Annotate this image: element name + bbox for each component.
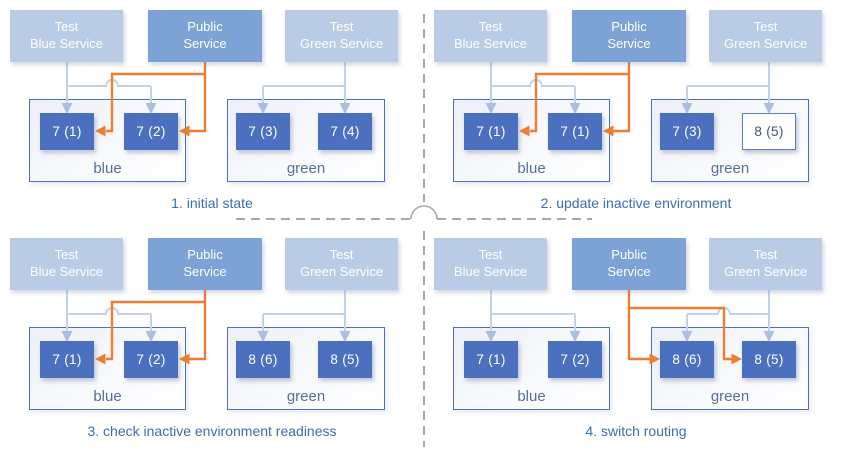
test-green-service-box: Test Green Service — [285, 10, 398, 62]
panel-caption: 4. switch routing — [585, 423, 687, 439]
pod-box: 8 (6) — [236, 341, 290, 378]
pod-box: 7 (1) — [464, 113, 518, 150]
service-label-line1: Test — [478, 19, 503, 35]
panel-caption: 2. update inactive environment — [540, 195, 732, 211]
panel-caption: 1. initial state — [171, 195, 253, 211]
pod-box: 7 (1) — [548, 113, 602, 150]
service-label-line1: Public — [187, 19, 223, 35]
service-label-line2: Blue Service — [454, 36, 527, 51]
public-service-box: Public Service — [572, 238, 686, 290]
service-label-line1: Test — [54, 247, 79, 263]
environment-label: green — [710, 388, 750, 405]
service-label-line1: Test — [329, 19, 354, 35]
environment-label: green — [286, 388, 326, 405]
test-green-service-box: Test Green Service — [285, 238, 398, 290]
service-label-line2: Green Service — [723, 36, 808, 51]
environment-label: blue — [517, 388, 546, 405]
service-label-line2: Service — [183, 36, 227, 51]
pod-box: 7 (1) — [40, 113, 94, 150]
service-label-line2: Service — [607, 36, 651, 51]
pod-box: 8 (6) — [660, 341, 714, 378]
pod-box: 7 (3) — [660, 113, 714, 150]
environment-label: blue — [93, 160, 122, 177]
test-blue-service-box: Test Blue Service — [10, 10, 123, 62]
test-blue-service-box: Test Blue Service — [434, 10, 547, 62]
panel-3-check-inactive-environment-readiness: blue green — [0, 228, 424, 456]
pod-box: 7 (3) — [236, 113, 290, 150]
pod-box: 7 (2) — [124, 113, 178, 150]
environment-label: green — [710, 160, 750, 177]
service-label-line2: Blue Service — [30, 264, 103, 279]
panel-1-initial-state: blue green — [0, 0, 424, 228]
pod-box: 8 (5) — [318, 341, 372, 378]
panel-2-update-inactive-environment: blue green — [424, 0, 848, 228]
connector-line — [189, 290, 207, 361]
line-jump-arc — [491, 79, 575, 87]
environment-label: green — [286, 160, 326, 177]
service-label-line2: Green Service — [299, 264, 384, 279]
service-label-line1: Test — [329, 247, 354, 263]
service-label-line1: Test — [753, 19, 778, 35]
pod-box: 7 (2) — [548, 341, 602, 378]
service-label-line2: Green Service — [299, 36, 384, 51]
service-label-line1: Public — [187, 247, 223, 263]
environment-label: blue — [93, 388, 122, 405]
line-jump-arc — [67, 79, 151, 87]
line-jump-arc — [687, 307, 769, 315]
pod-box-new-version: 8 (5) — [742, 113, 796, 150]
connector-line — [189, 62, 207, 133]
public-service-box: Public Service — [148, 10, 262, 62]
pod-box: 7 (1) — [40, 341, 94, 378]
pod-box: 7 (4) — [318, 113, 372, 150]
service-label-line1: Public — [611, 19, 647, 35]
public-service-box: Public Service — [148, 238, 262, 290]
service-label-line2: Service — [183, 264, 227, 279]
panel-4-switch-routing: blue green — [424, 228, 848, 456]
service-label-line1: Test — [753, 247, 778, 263]
service-label-line2: Service — [607, 264, 651, 279]
pod-box: 7 (2) — [124, 341, 178, 378]
environment-label: blue — [517, 160, 546, 177]
test-blue-service-box: Test Blue Service — [10, 238, 123, 290]
service-label-line1: Test — [478, 247, 503, 263]
test-green-service-box: Test Green Service — [709, 238, 822, 290]
service-label-line1: Test — [54, 19, 79, 35]
service-label-line2: Green Service — [723, 264, 808, 279]
public-service-box: Public Service — [572, 10, 686, 62]
test-blue-service-box: Test Blue Service — [434, 238, 547, 290]
connector-line — [627, 290, 650, 361]
test-green-service-box: Test Green Service — [709, 10, 822, 62]
pod-box: 7 (1) — [464, 341, 518, 378]
service-label-line2: Blue Service — [454, 264, 527, 279]
panel-caption: 3. check inactive environment readiness — [87, 423, 337, 439]
pod-box: 8 (5) — [742, 341, 796, 378]
service-label-line1: Public — [611, 247, 647, 263]
service-label-line2: Blue Service — [30, 36, 103, 51]
line-jump-arc — [67, 307, 151, 315]
connector-line — [613, 62, 631, 133]
